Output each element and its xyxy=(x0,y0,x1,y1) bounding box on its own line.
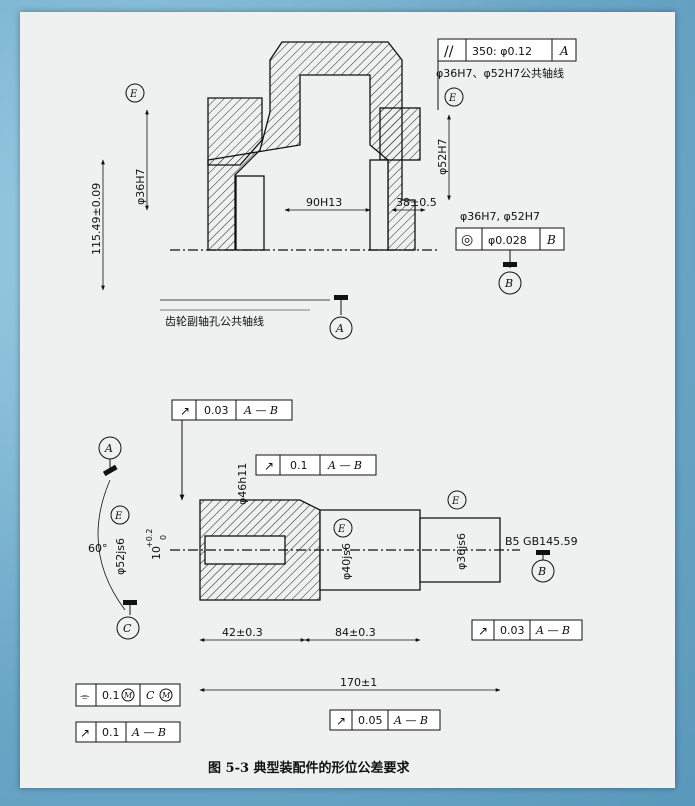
dim-38: 38±0.5 xyxy=(396,196,437,209)
datum-a-top-group: 齿轮副轴孔公共轴线 A xyxy=(160,295,353,340)
svg-text:A — B: A — B xyxy=(535,624,570,637)
parallel-datum: A xyxy=(559,44,569,58)
svg-text:E: E xyxy=(451,496,460,507)
dim-170: 170±1 xyxy=(340,676,377,689)
svg-text:+0.2: +0.2 xyxy=(145,529,154,548)
svg-text:↗: ↗ xyxy=(180,404,190,418)
dim-36js6: φ36js6 xyxy=(455,533,468,570)
datum-b-top: B xyxy=(504,277,513,290)
svg-text:A — B: A — B xyxy=(393,714,428,727)
datum-c: C xyxy=(123,622,132,635)
fcf-symmetry: ⌯ 0.1 M C M xyxy=(75,683,181,707)
envelope-marks-top: E E xyxy=(125,83,464,107)
svg-text:M: M xyxy=(123,691,133,700)
datum-a-bottom-group: A xyxy=(98,436,122,477)
svg-text:A — B: A — B xyxy=(131,726,166,739)
envelope-marks-bottom: E E E xyxy=(110,490,467,538)
dim-52js6: φ52js6 xyxy=(114,538,127,575)
concentric-symbol: ◎ xyxy=(461,232,473,248)
concentric-note: φ36H7, φ52H7 xyxy=(460,210,540,223)
datum-b-bottom-group: B xyxy=(531,550,555,583)
svg-text:0.1: 0.1 xyxy=(290,459,308,472)
envelope-e-1: E xyxy=(129,89,138,100)
bottom-shaft xyxy=(170,499,520,601)
svg-text:0: 0 xyxy=(159,535,168,540)
concentric-value: φ0.028 xyxy=(488,234,527,247)
svg-text:0.1: 0.1 xyxy=(102,689,120,702)
parallel-note: φ36H7、φ52H7公共轴线 xyxy=(436,66,564,80)
svg-text:0.03: 0.03 xyxy=(500,624,525,637)
dim-10: 10 xyxy=(150,546,163,560)
top-dimensions xyxy=(101,109,451,291)
svg-text:↗: ↗ xyxy=(478,624,488,638)
bore-left xyxy=(235,175,265,251)
fcf-runout-top: ↗ 0.03 A — B xyxy=(171,399,293,501)
svg-text:E: E xyxy=(337,524,346,535)
svg-text:↗: ↗ xyxy=(336,714,346,728)
bottom-hdims xyxy=(199,638,501,692)
fcf-concentric: φ36H7, φ52H7 ◎ φ0.028 B B xyxy=(455,210,565,295)
envelope-e-2: E xyxy=(448,93,457,104)
fcf-runout-bottom: ↗ 0.05 A — B xyxy=(329,709,441,731)
datum-c-group: C xyxy=(116,600,140,640)
fcf-runout-mid: ↗ 0.1 A — B xyxy=(255,454,377,476)
housing-left xyxy=(207,97,263,166)
svg-text:E: E xyxy=(114,511,123,522)
concentric-datum: B xyxy=(546,233,556,247)
axis-label: 齿轮副轴孔公共轴线 xyxy=(165,314,264,328)
svg-text:↗: ↗ xyxy=(80,726,90,740)
svg-text:M: M xyxy=(161,691,171,700)
dim-42: 42±0.3 xyxy=(222,626,263,639)
dim-40js6: φ40js6 xyxy=(340,543,353,580)
svg-text:0.1: 0.1 xyxy=(102,726,120,739)
top-assembly xyxy=(170,41,440,251)
parallel-symbol: // xyxy=(444,44,454,60)
svg-text:0.05: 0.05 xyxy=(358,714,383,727)
figure-caption: 图 5-3 典型装配件的形位公差要求 xyxy=(208,760,411,776)
svg-text:C: C xyxy=(146,689,155,702)
dim-46h11: φ46h11 xyxy=(236,463,249,505)
parallel-value: 350: φ0.12 xyxy=(472,45,532,58)
dim-bore-52: φ52H7 xyxy=(436,138,449,175)
svg-text:A — B: A — B xyxy=(327,459,362,472)
datum-b-bottom: B xyxy=(537,565,546,578)
fcf-runout-left: ↗ 0.1 A — B xyxy=(75,721,181,743)
dim-60: 60° xyxy=(88,542,108,555)
datum-a-top: A xyxy=(335,322,344,335)
housing-right-block xyxy=(379,107,421,161)
svg-text:↗: ↗ xyxy=(264,459,274,473)
dim-bore-36: φ36H7 xyxy=(134,168,147,205)
note-b5: B5 GB145.59 xyxy=(505,535,578,548)
fcf-parallel: // 350: φ0.12 A φ36H7、φ52H7公共轴线 xyxy=(436,38,577,110)
dim-84: 84±0.3 xyxy=(335,626,376,639)
drawing-sheet xyxy=(20,12,675,788)
svg-text:A — B: A — B xyxy=(243,404,278,417)
dim-90h13: 90H13 xyxy=(306,196,342,209)
datum-a-bottom: A xyxy=(104,442,113,455)
svg-text:0.03: 0.03 xyxy=(204,404,229,417)
dim-height: 115.49±0.09 xyxy=(90,183,103,255)
fcf-runout-right: ↗ 0.03 A — B xyxy=(471,619,583,641)
svg-text:⌯: ⌯ xyxy=(80,689,90,703)
bore-right xyxy=(369,159,389,251)
